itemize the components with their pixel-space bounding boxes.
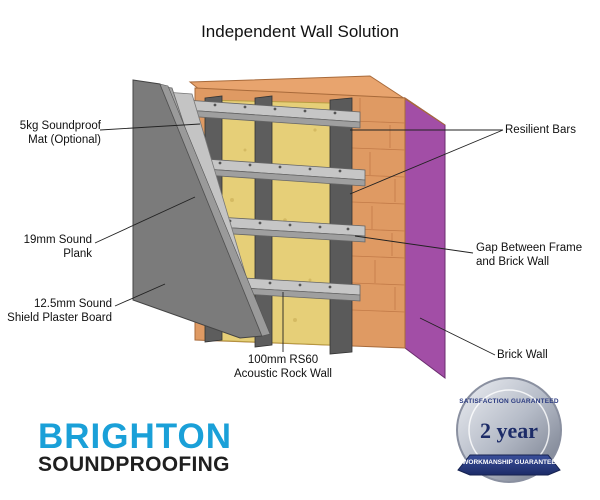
plaster-board-edge — [159, 83, 271, 337]
logo-line-1: BRIGHTON — [38, 417, 233, 456]
leader-lines — [94, 123, 504, 356]
badge-center-text: 2 year — [479, 418, 539, 443]
badge-ribbon-text: WORKMANSHIP GUARANTEE — [462, 459, 556, 466]
brighton-logo: BRIGHTON SOUNDPROOFING — [38, 417, 233, 476]
label-resilient-bars: Resilient Bars — [505, 124, 576, 136]
logo-line-2: SOUNDPROOFING — [38, 453, 230, 476]
page-title: Independent Wall Solution — [201, 22, 399, 41]
brick-wall-side — [404, 97, 446, 379]
guarantee-badge — [456, 377, 562, 483]
badge-arc-text: SATISFACTION GUARANTEED — [459, 398, 559, 405]
plaster-board — [132, 79, 263, 339]
label-brick-wall: Brick Wall — [497, 349, 548, 361]
